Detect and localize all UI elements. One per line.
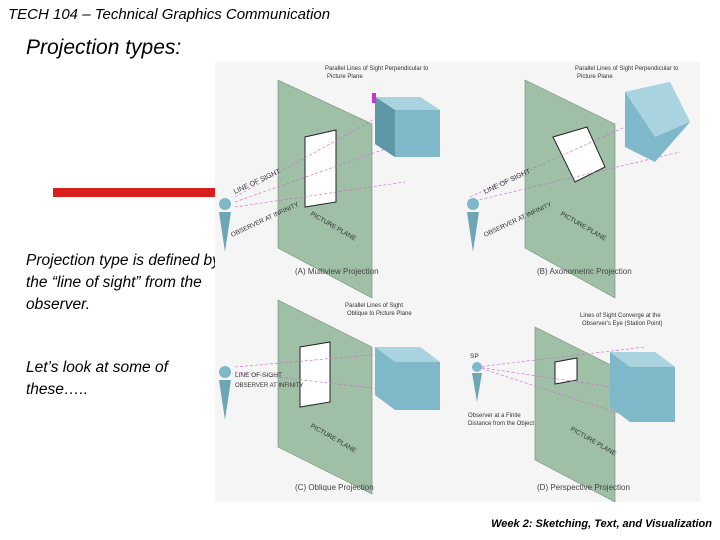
course-header: TECH 104 – Technical Graphics Communicat… [8,6,331,23]
line-of-sight-c: LINE OF SIGHT [235,372,282,379]
footer-week-label: Week 2: Sketching, Text, and Visualizati… [491,518,712,530]
cube-d [610,352,675,422]
observer-note-line1: Observer at a Finite [468,413,521,419]
projected-view-c [299,341,331,408]
callout-b-line2: Picture Plane [577,74,613,80]
caption-a: (A) Multiview Projection [295,267,379,276]
cube-c [375,347,440,410]
slide-title: Projection types: [26,36,182,59]
projection-types-figure: Parallel Lines of Sight Perpendicular to… [215,62,700,502]
paragraph-look-at: Let’s look at some of these….. [26,359,168,398]
picture-plane-b [524,79,616,299]
observer-note-line2: Distance from the Object [468,421,534,427]
projected-view-d [554,357,578,385]
observer-c: OBSERVER AT INFINITY [235,383,303,389]
caption-c: (C) Oblique Projection [295,483,374,492]
caption-d: (D) Perspective Projection [537,483,630,492]
observer-icon-b [467,198,479,252]
observer-icon-a [219,198,231,252]
projected-view-a [304,129,337,208]
panel-oblique: Parallel Lines of Sight Oblique to Pictu… [219,299,440,495]
callout-c-line1: Parallel Lines of Sight [345,303,403,309]
observer-icon-c [219,366,231,420]
red-accent-bar [53,188,218,197]
station-point-label: SP [470,353,479,360]
callout-marker-a [372,93,376,103]
callout-a-line1: Parallel Lines of Sight Perpendicular to [325,66,429,72]
observer-icon-d [472,362,482,402]
callout-d-line1: Lines of Sight Converge at the [580,313,661,319]
paragraph-definition: Projection type is defined by the “line … [26,252,220,313]
panel-multiview: Parallel Lines of Sight Perpendicular to… [219,66,440,299]
callout-c-line2: Oblique to Picture Plane [347,311,412,317]
panel-perspective: Lines of Sight Converge at the Observer'… [468,313,675,502]
callout-a-line2: Picture Plane [327,74,363,80]
callout-d-line2: Observer's Eye (Station Point) [582,321,663,327]
projected-view-b [552,126,606,183]
caption-b: (B) Axonometric Projection [537,267,632,276]
callout-b-line1: Parallel Lines of Sight Perpendicular to [575,66,679,72]
